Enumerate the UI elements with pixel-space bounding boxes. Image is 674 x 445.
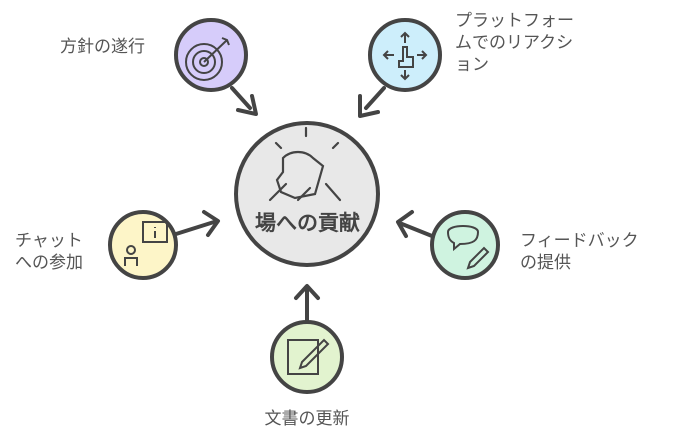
chat-person-icon [124, 221, 168, 266]
arrow-platform-to-center [358, 86, 386, 118]
node-document [270, 320, 344, 394]
label-feedback: フィードバック の提供 [520, 230, 639, 274]
move-gesture-icon [382, 31, 428, 81]
label-line: の提供 [520, 253, 571, 273]
feedback-pencil-icon [446, 225, 490, 270]
node-target [174, 18, 248, 92]
label-line: プラットフォー [455, 11, 574, 31]
label-document: 文書の更新 [255, 408, 359, 430]
label-line: チャット [15, 231, 83, 251]
label-chat: チャット への参加 [15, 230, 83, 274]
label-line: ョン [455, 55, 489, 75]
label-line: 文書の更新 [264, 409, 350, 429]
target-icon [185, 37, 230, 81]
label-policy: 方針の遂行 [60, 36, 145, 58]
arrow-feedback-to-center [396, 210, 434, 238]
node-platform [368, 18, 442, 92]
handshake-icon [268, 126, 342, 202]
label-line: 方針の遂行 [60, 37, 145, 57]
node-chat [108, 210, 178, 280]
node-feedback [430, 210, 500, 280]
arrow-chat-to-center [174, 210, 220, 237]
arrow-target-to-center [230, 86, 258, 116]
label-line: フィードバック [520, 231, 639, 251]
arrow-document-to-center [294, 284, 320, 322]
center-title: 場への貢献 [255, 211, 360, 235]
label-line: への参加 [15, 253, 83, 273]
label-platform-reaction: プラットフォー ムでのリアクシ ョン [455, 10, 574, 76]
center-node [234, 121, 380, 267]
document-edit-icon [287, 338, 330, 375]
label-line: ムでのリアクシ [455, 33, 574, 53]
